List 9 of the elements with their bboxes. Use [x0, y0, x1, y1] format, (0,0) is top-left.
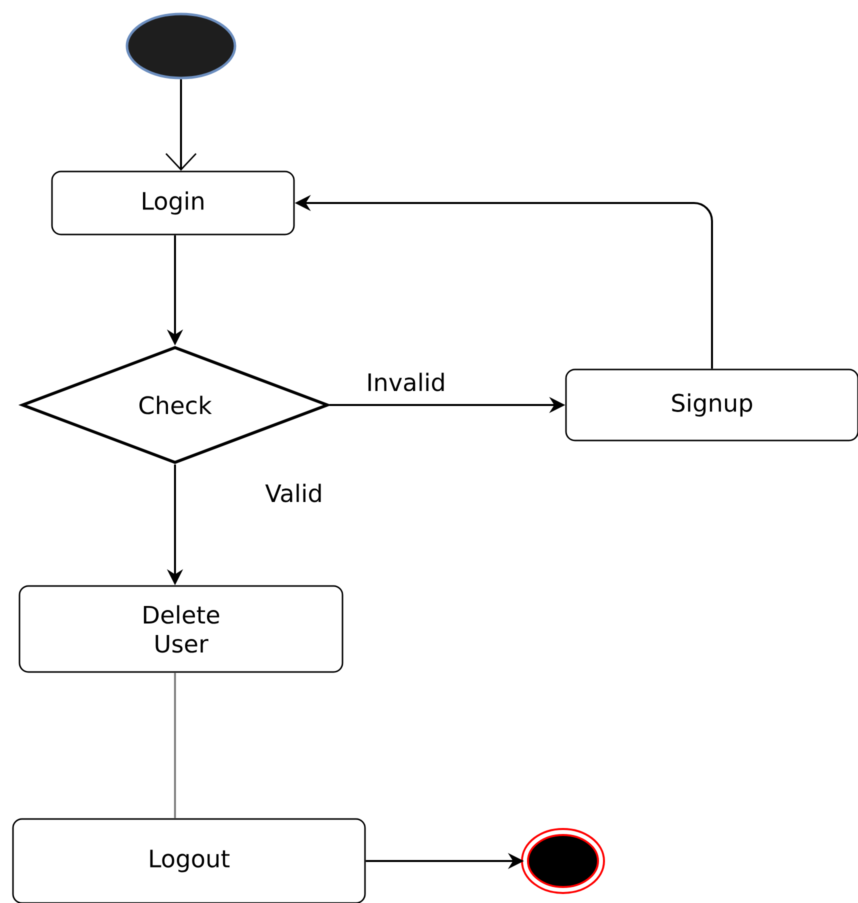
start-node: [126, 12, 236, 80]
arrow: [165, 79, 197, 171]
activity-box: Logout: [12, 818, 366, 903]
activity-box: Login: [51, 170, 295, 236]
edge-label: Invalid: [364, 370, 448, 394]
edge-label: Valid: [263, 482, 325, 504]
activity-box: Signup: [565, 368, 858, 442]
activity-box: Delete User: [18, 585, 344, 673]
end-node: [521, 828, 605, 894]
